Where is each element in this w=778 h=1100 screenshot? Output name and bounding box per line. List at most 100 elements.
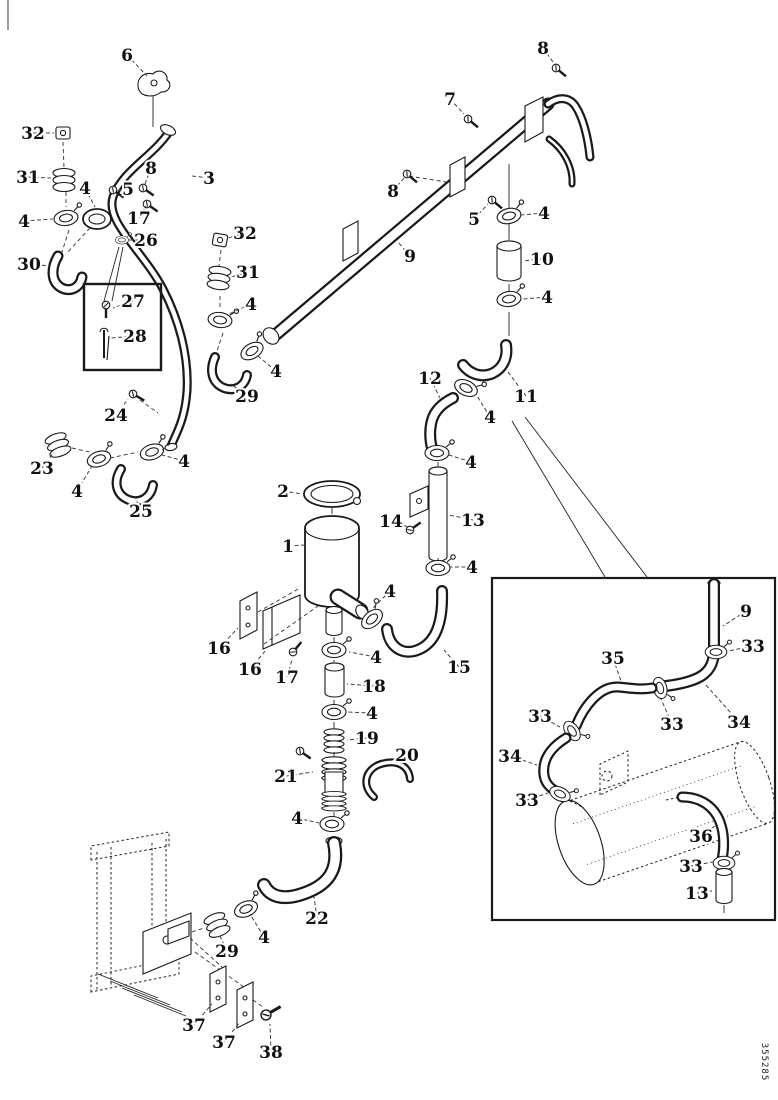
part-callout-4: 4: [366, 704, 378, 724]
part-callout-11: 11: [514, 387, 538, 407]
part-callout-4: 4: [71, 482, 83, 502]
part-callout-33: 33: [515, 791, 539, 811]
leader-line: [144, 167, 152, 185]
leader-line: [110, 335, 136, 339]
bolt-5: [485, 193, 506, 213]
leader-line: [114, 188, 129, 192]
part-callout-33: 33: [741, 637, 765, 657]
leader-line: [76, 465, 93, 492]
leader-line: [313, 896, 318, 919]
leader-line: [448, 454, 472, 463]
leader-line: [230, 271, 249, 278]
leader-line: [230, 383, 248, 397]
clamp-4: [321, 698, 352, 721]
part-callout-15: 15: [447, 658, 471, 678]
nipple: [325, 605, 343, 637]
bolt-27: [100, 300, 112, 320]
leader-line: [443, 649, 460, 668]
leader-line: [112, 300, 134, 309]
part-callout-27: 27: [121, 292, 145, 312]
hose-20: [364, 760, 412, 799]
part-callout-36: 36: [689, 827, 713, 847]
part-callout-34: 34: [498, 747, 522, 767]
leader-line: [397, 241, 411, 257]
cap-2: [303, 480, 361, 508]
part-callout-38: 38: [259, 1043, 283, 1063]
leader-line: [138, 205, 147, 219]
leader-line: [522, 296, 548, 300]
pipe-9-detail: [662, 580, 718, 690]
part-callout-30: 30: [17, 255, 41, 275]
leader-line: [520, 212, 545, 216]
connector-31: [52, 167, 76, 193]
part-callout-2: 2: [277, 482, 289, 502]
leader-line: [287, 544, 306, 547]
pipe-bracket: [449, 156, 466, 198]
part-callout-4: 4: [245, 295, 257, 315]
part-callout-5: 5: [468, 210, 480, 230]
part-callout-20: 20: [395, 746, 419, 766]
hose-22: [259, 838, 340, 902]
ghost-bracket: [599, 750, 629, 796]
leader-line: [227, 232, 246, 239]
bolt-21: [293, 744, 315, 763]
leader-line: [429, 377, 441, 399]
leader-line: [134, 496, 142, 512]
part-callout-21: 21: [274, 767, 298, 787]
leader-line: [115, 398, 129, 416]
part-callout-19: 19: [355, 729, 379, 749]
leader-line: [696, 890, 713, 894]
connector-29: [201, 909, 233, 941]
leader-line: [193, 1003, 213, 1026]
part-callout-4: 4: [370, 648, 382, 668]
leader-line: [700, 825, 716, 837]
part-callout-31: 31: [236, 263, 260, 283]
leader-line: [660, 698, 673, 725]
part-callout-4: 4: [18, 212, 30, 232]
part-callout-9: 9: [404, 247, 416, 267]
elbow-29: [209, 354, 250, 392]
leader-line: [223, 1021, 241, 1043]
part-callout-28: 28: [123, 327, 147, 347]
leader-line: [539, 715, 561, 728]
elbow-25: [113, 466, 156, 504]
leader-line: [84, 187, 96, 208]
clamp-4: [494, 282, 528, 309]
leader-line: [704, 683, 740, 723]
detail-box-27-28: [82, 282, 163, 372]
part-callout-4: 4: [465, 453, 477, 473]
part-callout-33: 33: [679, 857, 703, 877]
leader-line: [218, 933, 228, 952]
clamp-4: [229, 889, 266, 921]
leader-line: [348, 651, 377, 658]
part-callout-9: 9: [740, 602, 752, 622]
nut-32: [55, 126, 71, 140]
leader-line: [509, 755, 538, 766]
leader-line: [448, 514, 474, 521]
clamp-4: [82, 440, 119, 471]
leader-line: [473, 203, 489, 220]
callout-layer: 6323144305817263272832314242342542948785…: [14, 37, 767, 1065]
leader-line: [27, 176, 52, 179]
part-callout-23: 23: [30, 459, 54, 479]
part-callout-17: 17: [127, 209, 151, 229]
clamp-4: [51, 201, 85, 228]
bracket-16: [262, 594, 301, 650]
leader-line: [161, 454, 185, 462]
leader-line: [286, 659, 293, 678]
part-callout-4: 4: [79, 179, 91, 199]
leader-line: [191, 175, 210, 179]
leader-line: [285, 771, 314, 777]
part-callout-4: 4: [541, 288, 553, 308]
tube-13: [428, 466, 448, 562]
elbow-12: [426, 394, 457, 455]
part-callout-10: 10: [530, 250, 554, 270]
tube-13-detail: [715, 867, 733, 905]
pipe-bracket: [524, 96, 544, 143]
part-callout-4: 4: [484, 408, 496, 428]
leader-line: [257, 355, 277, 372]
part-callout-4: 4: [178, 452, 190, 472]
connector-31: [205, 264, 233, 292]
part-callout-33: 33: [660, 715, 684, 735]
